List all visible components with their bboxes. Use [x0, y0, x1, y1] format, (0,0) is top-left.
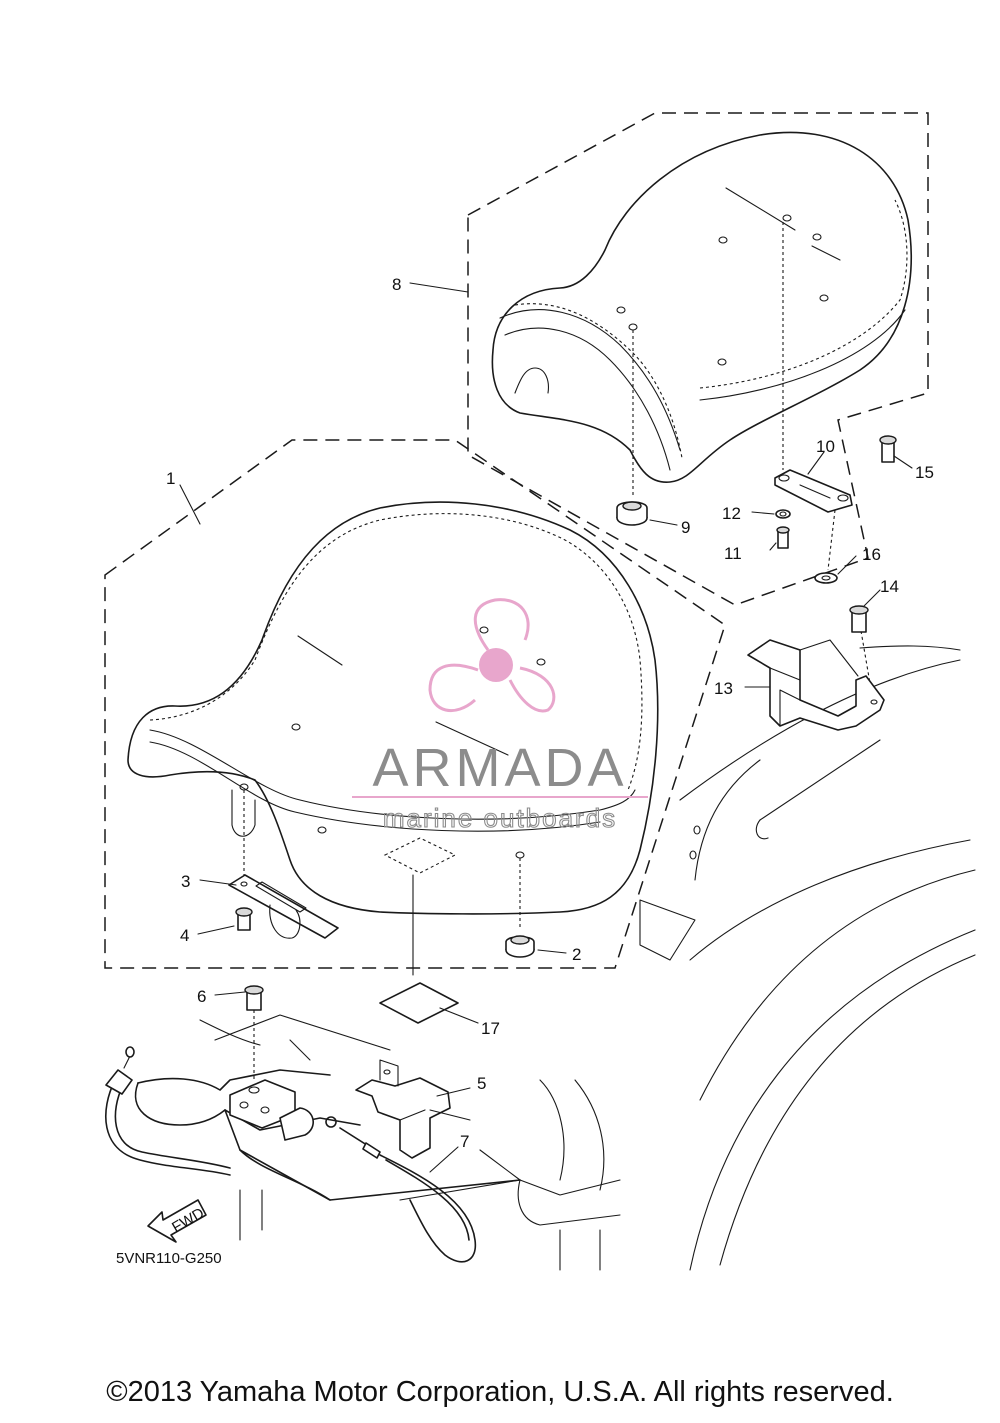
frame-outline	[639, 645, 976, 1271]
callout-17: 17	[481, 1019, 500, 1038]
rider-seat	[127, 501, 659, 915]
propeller-logo-icon	[428, 598, 556, 713]
armada-watermark: ARMADA marine outboards	[352, 598, 648, 834]
wire-clip	[104, 1046, 231, 1176]
callout-11: 11	[724, 544, 742, 563]
callout-6: 6	[197, 987, 206, 1006]
watermark-tagline: marine outboards	[383, 803, 617, 833]
callout-16: 16	[862, 545, 881, 564]
label-17	[379, 982, 459, 1024]
seat-bracket-3	[228, 874, 339, 939]
watermark-brand: ARMADA	[372, 738, 627, 798]
callout-13: 13	[714, 679, 733, 698]
leader-lines	[179, 282, 913, 1173]
bolt-15	[879, 435, 897, 463]
drawing-code: 5VNR110-G250	[116, 1250, 222, 1267]
cable-7	[325, 1116, 477, 1263]
callout-labels: 1 2 3 4 5 6 7 8 9 10 11 12 13 14 15 16 1…	[166, 275, 934, 1151]
callout-14: 14	[880, 577, 899, 596]
damper-2	[505, 935, 535, 958]
copyright-footer: ©2013 Yamaha Motor Corporation, U.S.A. A…	[106, 1376, 894, 1408]
callout-7: 7	[460, 1132, 469, 1151]
lock-assembly-5	[355, 1059, 451, 1159]
callout-5: 5	[477, 1074, 486, 1093]
bracket-10	[774, 469, 853, 513]
bolt-6	[244, 985, 264, 1011]
fwd-arrow-icon	[147, 1199, 207, 1243]
callout-8: 8	[392, 275, 401, 294]
lower-frame	[134, 1014, 621, 1271]
washer-12	[775, 509, 791, 519]
rider-seat-group-outline	[104, 439, 726, 969]
callout-10: 10	[816, 437, 835, 456]
callout-9: 9	[681, 518, 690, 537]
callout-4: 4	[180, 926, 189, 945]
callout-1: 1	[166, 469, 175, 488]
callout-12: 12	[722, 504, 741, 523]
assembly-guides	[243, 222, 873, 1080]
callout-3: 3	[181, 872, 190, 891]
passenger-seat-group-outline	[467, 112, 929, 606]
callout-15: 15	[915, 463, 934, 482]
passenger-seat	[491, 131, 912, 483]
bolt-11	[776, 526, 790, 549]
damper-9	[616, 501, 648, 526]
washer-16	[814, 572, 838, 584]
bolt-4	[235, 907, 253, 931]
bracket-13	[747, 639, 885, 731]
bolt-14	[849, 605, 869, 633]
callout-2: 2	[572, 945, 581, 964]
